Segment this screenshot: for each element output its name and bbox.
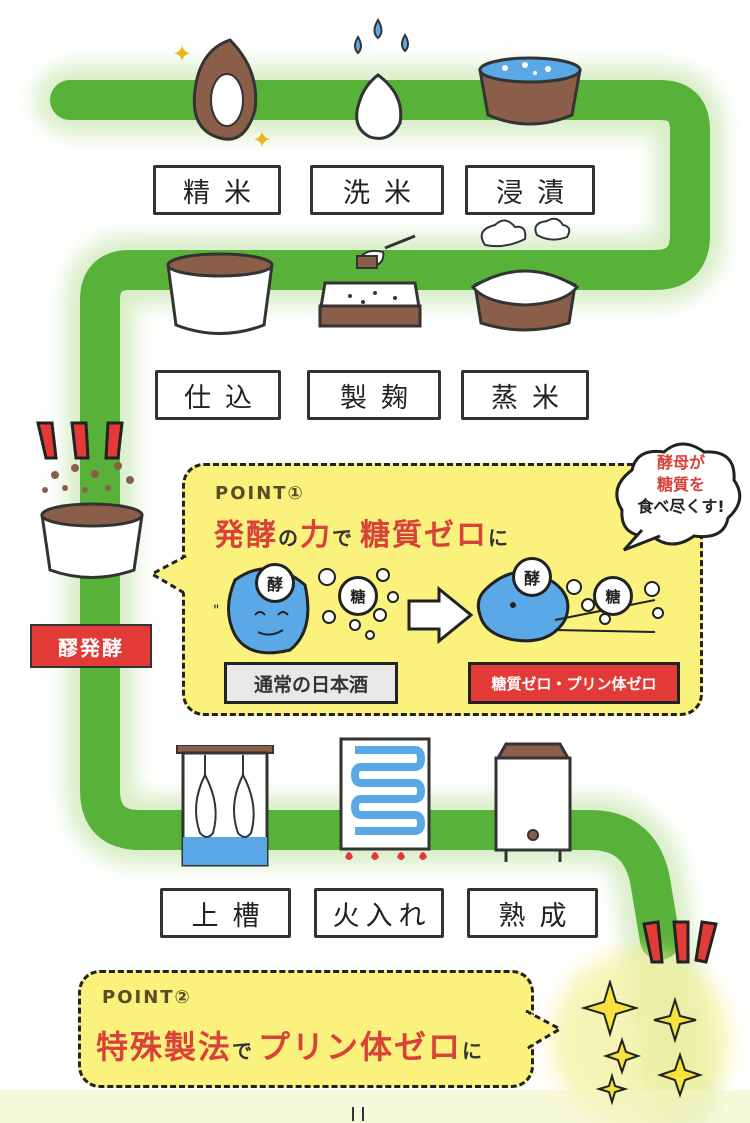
fermentation-tag: 醪発酵 — [30, 624, 152, 668]
pasteurizer-icon — [339, 737, 431, 860]
press-bags-icon — [176, 745, 274, 867]
point2-headline: 特殊製法でプリン体ゼロに — [96, 1022, 484, 1068]
step-shinseki: 浸漬 — [465, 165, 595, 215]
point2-headline-b: で — [232, 1039, 255, 1063]
soaking-bowl-icon — [478, 56, 582, 126]
point1-headline-b: の — [278, 526, 300, 550]
step-jukusei: 熟成 — [467, 888, 598, 938]
sugar-badge-left: 糖 — [338, 576, 378, 616]
step-hiire: 火入れ — [314, 888, 444, 938]
point1-callout-tail — [148, 554, 188, 596]
svg-text:": " — [213, 603, 219, 619]
point2-headline-a: 特殊製法 — [96, 1028, 233, 1066]
cloud-line2: 糖質を — [656, 475, 705, 494]
point2-label: POINT② — [102, 987, 192, 1008]
yeast-badge-left: 酵 — [255, 563, 295, 603]
cloud-line1: 酵母が — [656, 453, 705, 472]
excitement-marks-icon — [36, 421, 124, 460]
tank-icon — [166, 252, 274, 335]
svg-text:✦: ✦ — [252, 126, 272, 154]
yeast-badge-right: 酵 — [512, 557, 552, 597]
sugar-badge-right-text: 糖 — [605, 587, 621, 606]
point1-headline-c: 力 — [300, 518, 332, 553]
normal-sake-tag: 通常の日本酒 — [224, 662, 398, 704]
point1-headline: 発酵の力で糖質ゼロに — [214, 510, 510, 554]
bottom-marks — [352, 1107, 364, 1121]
step-senmai: 洗米 — [310, 165, 444, 215]
step-joumai: 蒸米 — [461, 370, 589, 420]
yeast-badge-right-text: 酵 — [523, 569, 540, 588]
koji-tray-icon — [318, 234, 422, 328]
cloud-line3: 食べ尽くす! — [637, 497, 725, 516]
rice-grain-icon: ✦ ✦ — [172, 38, 272, 154]
point2-callout — [78, 970, 534, 1088]
step-seikiku: 製麹 — [307, 370, 441, 420]
sugar-badge-right: 糖 — [593, 576, 633, 616]
point2-headline-d: に — [462, 1039, 485, 1063]
point1-headline-e: 糖質ゼロ — [360, 518, 488, 553]
point2-headline-c: プリン体ゼロ — [258, 1028, 463, 1066]
yeast-badge-left-text: 酵 — [266, 575, 283, 594]
excitement-marks-icon-2 — [642, 920, 718, 964]
point1-headline-f: に — [488, 526, 510, 550]
washed-rice-icon — [354, 18, 409, 140]
step-shikomi: 仕込 — [155, 370, 281, 420]
right-arrow-icon — [407, 585, 474, 645]
aging-tank-icon — [494, 742, 572, 862]
steamer-icon — [470, 217, 580, 332]
sugar-badge-left-text: 糖 — [350, 587, 366, 606]
sugar-particles-left — [318, 568, 399, 640]
sugar-particles-right — [566, 579, 664, 625]
cloud-text: 酵母が 糖質を 食べ尽くす! — [628, 452, 734, 518]
step-jousou: 上槽 — [160, 888, 291, 938]
thought-cloud-icon — [615, 442, 742, 552]
point2-callout-tail — [524, 1009, 564, 1051]
point1-headline-a: 発酵 — [214, 518, 278, 553]
zero-sake-tag: 糖質ゼロ・プリン体ゼロ — [468, 662, 680, 704]
svg-text:✦: ✦ — [172, 40, 192, 68]
fermenting-tank-icon — [40, 462, 144, 579]
step-seimai: 精米 — [153, 165, 281, 215]
point1-headline-d: で — [332, 526, 354, 550]
point1-label: POINT① — [215, 483, 305, 504]
sparkles-icon — [580, 980, 704, 1106]
